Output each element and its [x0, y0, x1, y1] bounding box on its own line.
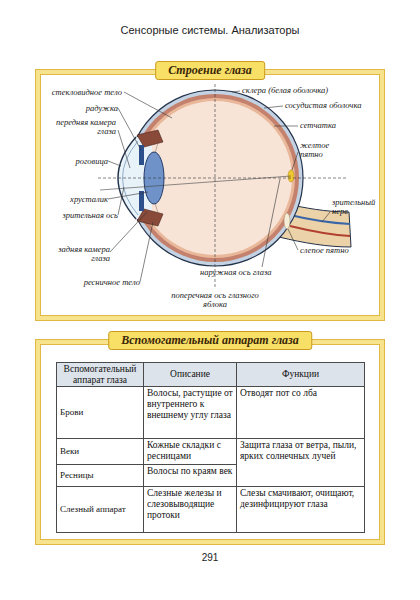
part-label: зрительный нерв: [332, 197, 375, 216]
iris: [139, 191, 144, 211]
leader-lines: [108, 91, 330, 282]
part-label-box: сетчатка: [300, 121, 370, 130]
leader-line: [322, 212, 330, 222]
cell-text: Слезный аппарат: [60, 504, 126, 514]
cell-text: Брови: [60, 407, 83, 417]
leader-line: [118, 130, 130, 168]
leader-line: [232, 91, 240, 92]
cell-text: Функции: [282, 369, 319, 380]
leader-line: [264, 106, 283, 108]
leader-line: [118, 108, 141, 150]
part-label: хрусталик: [70, 194, 108, 204]
leader-line: [288, 229, 298, 250]
leader-line: [292, 152, 298, 170]
part-label-box: наружная ось глаза: [200, 268, 320, 277]
zonule-fiber: [155, 143, 158, 153]
part-label-box: ресничное тело: [60, 278, 140, 287]
part-label: радужка: [86, 103, 118, 113]
leader-line: [262, 179, 280, 267]
table-cell: Слезный аппарат: [56, 486, 144, 533]
table-cell: Волосы, растущие от внутреннего к внешне…: [143, 386, 237, 439]
part-label-box: зрительная ось: [36, 211, 118, 220]
outer-axis: [98, 178, 348, 179]
part-label: желтое пятно: [300, 140, 329, 159]
eye-drawing: [98, 84, 351, 288]
table-cell: Брови: [56, 386, 144, 439]
part-label: склера (белая оболочка): [242, 85, 328, 95]
part-label: стекловидное тело: [52, 87, 122, 97]
nerve-artery: [290, 226, 350, 236]
cell-text: Вспомогательный аппарат глаза: [60, 364, 140, 386]
part-label-box: сосудистая оболочка: [285, 101, 385, 110]
cell-text: Защита глаза от ветра, пыли, ярких солне…: [240, 440, 356, 461]
leader-line: [108, 192, 148, 199]
table-cell: Защита глаза от ветра, пыли, ярких солне…: [236, 438, 365, 487]
leader-line: [140, 222, 153, 282]
part-label: ресничное тело: [84, 277, 140, 287]
blind-spot: [284, 213, 290, 229]
part-label-box: слепое пятно: [300, 246, 380, 255]
cell-text: Волосы, растущие от внутреннего к внешне…: [147, 388, 233, 420]
part-label-box: зрительный нерв: [332, 198, 380, 216]
part-label: сетчатка: [300, 120, 336, 130]
cell-text: Слезные железы и слезовыводящие протоки: [147, 488, 222, 520]
running-header: Сенсорные системы. Анализаторы: [0, 24, 420, 36]
leader-line: [274, 126, 298, 127]
visual-axis: [100, 176, 291, 190]
part-label: поперечная ось глазного яблока: [171, 290, 259, 309]
leader-line: [108, 161, 121, 166]
zonule-fiber: [155, 203, 158, 213]
cell-text: Волосы по краям век: [147, 466, 232, 476]
page-number-box: 291: [180, 552, 240, 563]
section-title: Строение глаза: [155, 61, 265, 80]
table-cell: Слезные железы и слезовыводящие протоки: [143, 486, 237, 533]
cell-text: Веки: [60, 446, 79, 456]
leader-line: [118, 187, 124, 215]
part-label: роговица: [75, 156, 108, 166]
cell-text: Кожные складки с ресницами: [147, 440, 221, 461]
page-number: 291: [202, 552, 219, 563]
cell-text: Отводят пот со лба: [240, 388, 317, 398]
part-label-box: задняя камера глаза: [52, 245, 110, 263]
table-cell: Ресницы: [56, 464, 144, 487]
section-title: Вспомогательный аппарат глаза: [108, 331, 312, 350]
part-label-box: поперечная ось глазного яблока: [160, 291, 270, 309]
table-cell: Отводят пот со лба: [236, 386, 365, 439]
table-cell: Вспомогательный аппарат глаза: [56, 362, 144, 387]
part-label-box: желтое пятно: [300, 141, 344, 159]
part-label-box: радужка: [58, 104, 118, 113]
cell-text: Описание: [170, 369, 210, 380]
table-cell: Функции: [236, 362, 365, 387]
part-label-box: роговица: [36, 157, 108, 166]
part-label: задняя камера глаза: [58, 244, 110, 263]
cell-text: Слезы смачивают, очищают, дезинфицируют …: [240, 488, 354, 509]
part-label: передняя камера глаза: [56, 117, 116, 136]
leader-line: [124, 92, 172, 118]
cell-text: Ресницы: [60, 470, 94, 480]
ciliary-body: [137, 130, 163, 147]
part-label-box: стекловидное тело: [40, 88, 122, 97]
part-label-box: склера (белая оболочка): [242, 86, 372, 95]
table-cell: Кожные складки с ресницами: [143, 438, 237, 465]
table-cell: Волосы по краям век: [143, 464, 237, 487]
table-cell: Описание: [143, 362, 237, 387]
nerve-vein: [290, 215, 350, 224]
part-label: наружная ось глаза: [200, 267, 271, 277]
table-cell: Слезы смачивают, очищают, дезинфицируют …: [236, 486, 365, 533]
part-label: зрительная ось: [62, 210, 118, 220]
part-label: сосудистая оболочка: [285, 100, 361, 110]
table-cell: Веки: [56, 438, 144, 465]
transverse-axis: [215, 84, 216, 288]
part-label: слепое пятно: [300, 245, 349, 255]
part-label-box: передняя камера глаза: [52, 118, 116, 136]
ciliary-body: [137, 209, 163, 226]
part-label-box: хрусталик: [36, 195, 108, 204]
